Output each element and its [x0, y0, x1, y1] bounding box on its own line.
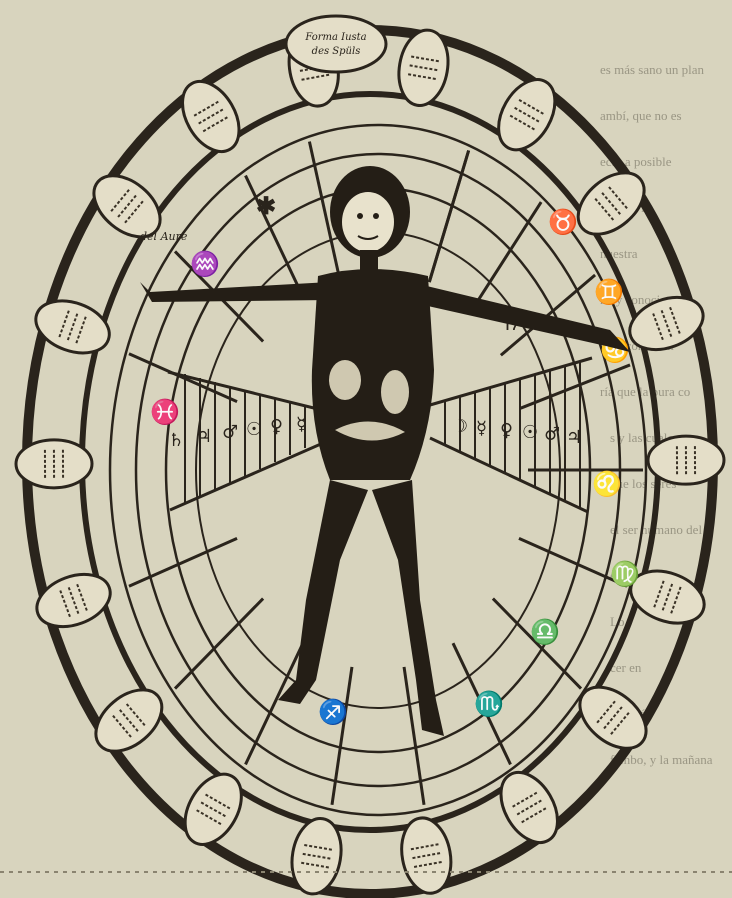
- svg-text:☿: ☿: [296, 414, 307, 435]
- svg-text:✱: ✱: [256, 191, 276, 220]
- zodiac-cartouche: [16, 440, 92, 488]
- svg-text:♀: ♀: [270, 416, 283, 437]
- svg-text:♄: ♄: [168, 430, 184, 451]
- left-label: del Aure: [140, 230, 188, 243]
- zodiac-cartouche: [171, 72, 251, 162]
- zodiac-cartouche: [487, 70, 566, 160]
- ray-line: [429, 151, 468, 283]
- svg-text:♎: ♎: [530, 617, 560, 646]
- svg-text:♂: ♂: [222, 422, 238, 443]
- svg-text:♃: ♃: [566, 427, 582, 448]
- svg-text:♂: ♂: [544, 424, 560, 445]
- svg-text:♃: ♃: [196, 426, 212, 447]
- svg-text:♓: ♓: [150, 397, 180, 426]
- left-planet-fan: [168, 372, 330, 510]
- ray-line: [470, 202, 541, 312]
- svg-text:♀: ♀: [500, 420, 513, 441]
- ray-line: [246, 643, 304, 764]
- svg-text:☿: ☿: [476, 418, 487, 439]
- svg-text:♍: ♍: [610, 559, 640, 588]
- svg-text:♒: ♒: [190, 249, 220, 278]
- svg-text:☉: ☉: [246, 419, 262, 440]
- zodiac-cartouche: [174, 764, 253, 854]
- planet-glyphs-right: ☽ ☿ ♀ ☉ ♂ ♃: [452, 416, 582, 448]
- svg-text:☉: ☉: [522, 422, 538, 443]
- svg-text:♊: ♊: [594, 277, 624, 306]
- zodiac-cartouche: [567, 161, 656, 247]
- svg-text:☽: ☽: [452, 416, 468, 437]
- top-cartouche: Forma Iusta des Spüls: [286, 16, 386, 72]
- svg-text:♏: ♏: [474, 689, 504, 718]
- svg-text:♌: ♌: [592, 469, 622, 498]
- planet-glyphs-left: ♄♃ ♂☉ ♀☿ ☽: [168, 412, 334, 451]
- ray-line: [175, 599, 263, 689]
- zodiac-cartouche: [84, 678, 173, 764]
- top-cartouche-line1: Forma Iusta: [304, 32, 366, 43]
- svg-text:♐: ♐: [318, 697, 348, 726]
- zodiac-cartouche: [648, 436, 724, 484]
- svg-text:♉: ♉: [548, 207, 578, 236]
- zodiac-cartouche: [568, 675, 657, 760]
- top-cartouche-line2: des Spüls: [312, 46, 361, 57]
